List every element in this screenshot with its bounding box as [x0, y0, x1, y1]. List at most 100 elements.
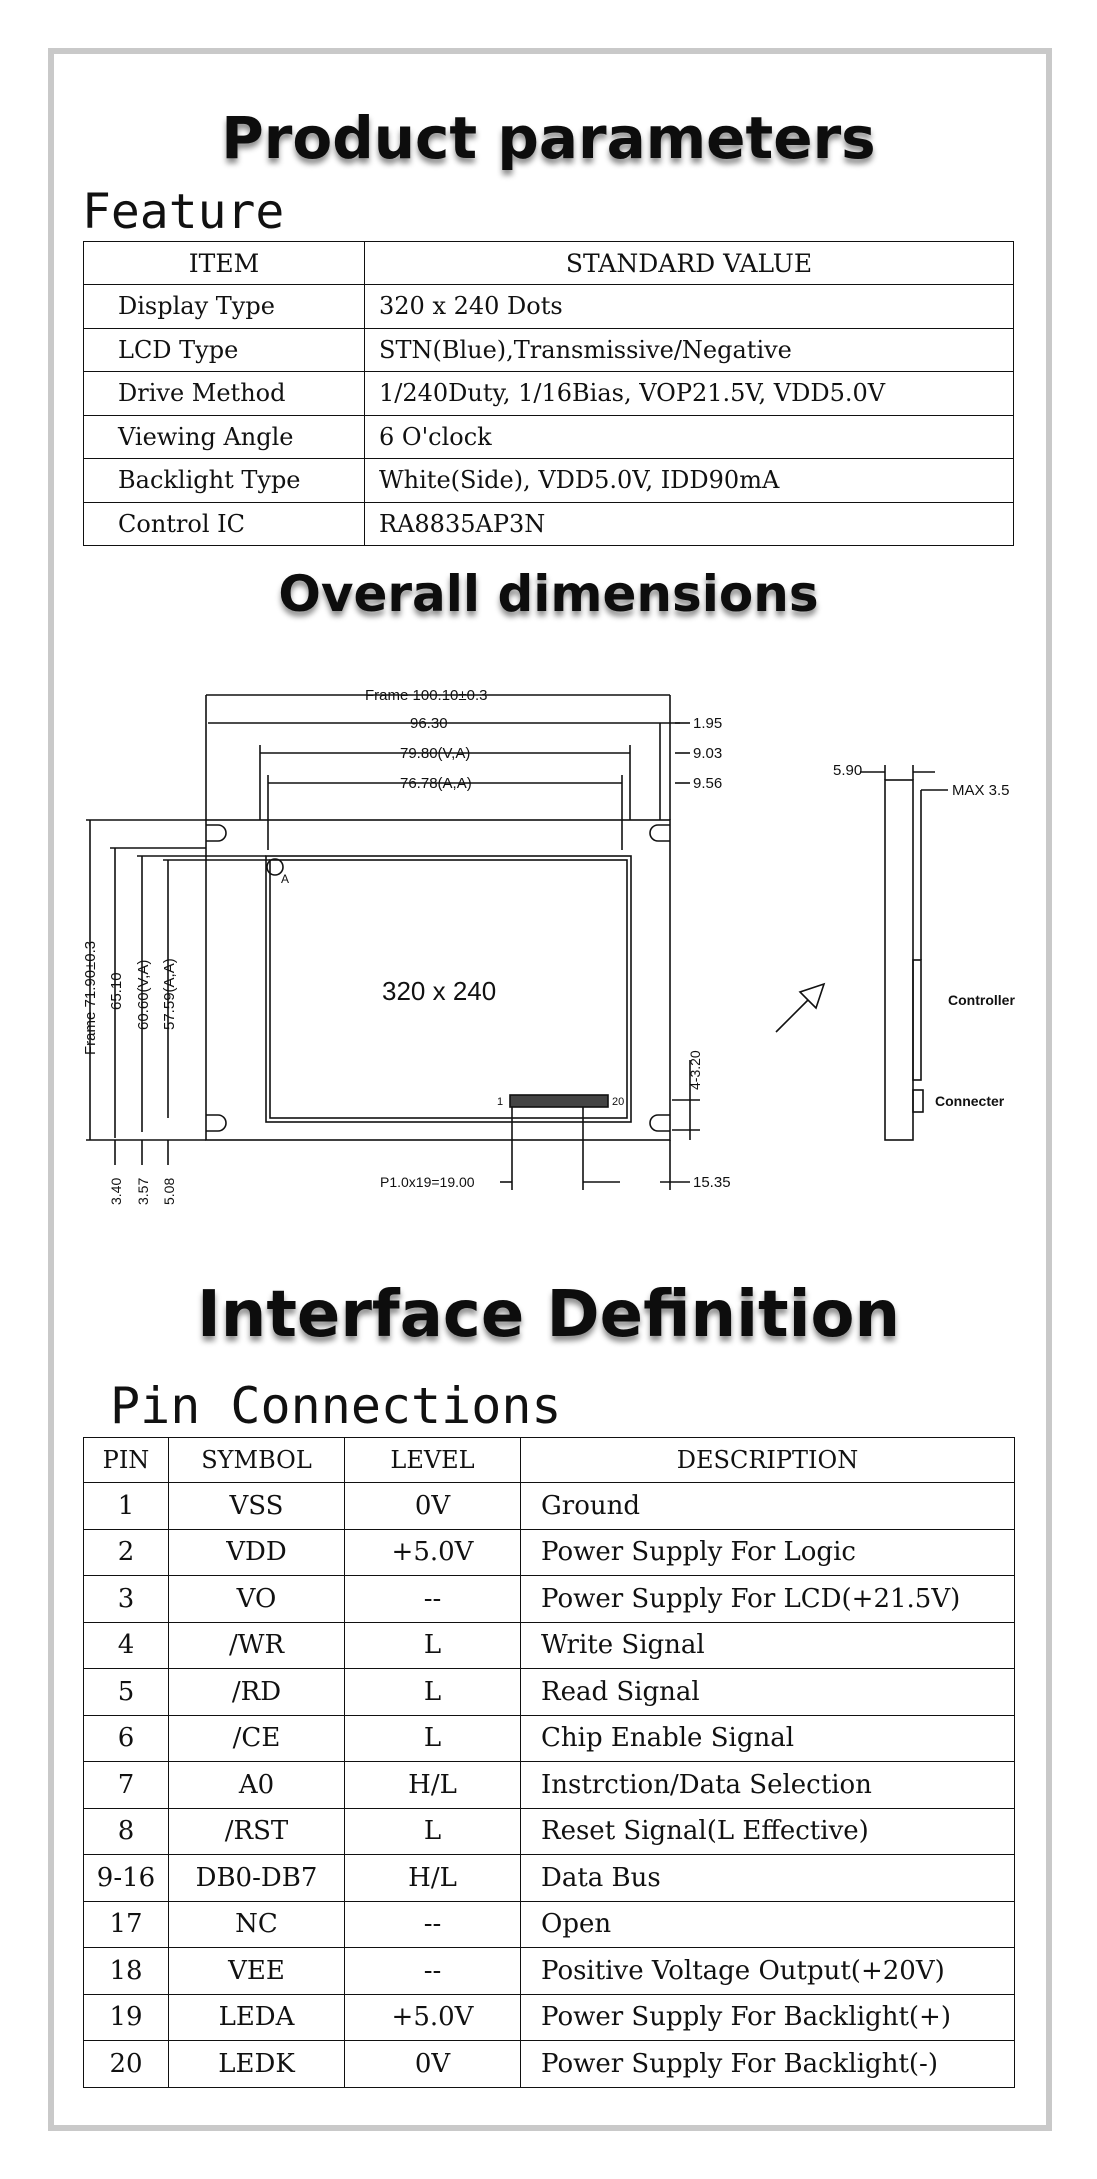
pin-description: Data Bus — [520, 1854, 1015, 1902]
pin-symbol: VO — [168, 1575, 345, 1623]
pin-number: 3 — [83, 1575, 169, 1623]
pin-level: L — [344, 1621, 521, 1669]
pin-description: Power Supply For Backlight(-) — [520, 2040, 1015, 2088]
pin-number: 19 — [83, 1993, 169, 2041]
pin-level: +5.0V — [344, 1528, 521, 1576]
feature-header-row: ITEM STANDARD VALUE — [83, 241, 1014, 285]
feature-header-item: ITEM — [83, 241, 365, 285]
dim-9-56: 9.56 — [693, 775, 722, 792]
side-thickness-label: 5.90 — [833, 762, 862, 779]
feature-item: Drive Method — [83, 371, 365, 416]
pin-number: 1 — [83, 1482, 169, 1530]
dim-9-03: 9.03 — [693, 745, 722, 762]
page-border — [48, 48, 1052, 2131]
pin-description: Power Supply For LCD(+21.5V) — [520, 1575, 1015, 1623]
pin-description: Reset Signal(L Effective) — [520, 1807, 1015, 1855]
dim-pin-pitch: P1.0x19=19.00 — [380, 1174, 475, 1190]
pin-symbol: /CE — [168, 1714, 345, 1762]
feature-value: 1/240Duty, 1/16Bias, VOP21.5V, VDD5.0V — [364, 371, 1014, 416]
pin-symbol: LEDK — [168, 2040, 345, 2088]
pin-number: 8 — [83, 1807, 169, 1855]
pin-description: Power Supply For Logic — [520, 1528, 1015, 1576]
dim-1-95: 1.95 — [693, 715, 722, 732]
dim-3-57: 3.57 — [135, 1178, 151, 1205]
dim-4-3-20: 4-3.20 — [687, 1050, 703, 1090]
dim-5-08: 5.08 — [161, 1178, 177, 1205]
pin-description: Write Signal — [520, 1621, 1015, 1669]
pin-level: H/L — [344, 1854, 521, 1902]
feature-value: STN(Blue),Transmissive/Negative — [364, 327, 1014, 372]
pin-number: 5 — [83, 1668, 169, 1716]
feature-item: Viewing Angle — [83, 414, 365, 459]
pin-number: 6 — [83, 1714, 169, 1762]
pin-level: 0V — [344, 2040, 521, 2088]
pin-symbol: DB0-DB7 — [168, 1854, 345, 1902]
title-product-parameters: Product parameters — [221, 104, 876, 172]
pin-header-row: PIN SYMBOL LEVEL DESCRIPTION — [83, 1437, 1015, 1483]
pin-level: L — [344, 1714, 521, 1762]
feature-value: White(Side), VDD5.0V, IDD90mA — [364, 458, 1014, 503]
pin-description: Open — [520, 1900, 1015, 1948]
pin-level: L — [344, 1668, 521, 1716]
pin-header-level: LEVEL — [344, 1437, 521, 1483]
pin-level: +5.0V — [344, 1993, 521, 2041]
pin-level: H/L — [344, 1761, 521, 1809]
pin-level: L — [344, 1807, 521, 1855]
pin-description: Chip Enable Signal — [520, 1714, 1015, 1762]
dim-aa-height: 57.59(A,A) — [161, 958, 178, 1030]
dim-aa-width: 76.78(A,A) — [400, 775, 472, 792]
title-overall-dimensions: Overall dimensions — [278, 565, 819, 623]
feature-value: 320 x 240 Dots — [364, 284, 1014, 329]
pin-symbol: VEE — [168, 1947, 345, 1995]
pin-number: 20 — [83, 2040, 169, 2088]
pin-number: 9-16 — [83, 1854, 169, 1902]
pin-level: -- — [344, 1900, 521, 1948]
feature-heading: Feature — [82, 184, 285, 240]
dimension-drawing: Frame 100.10±0.3 96.30 79.80(V,A) 76.78(… — [82, 687, 1015, 1205]
feature-item: LCD Type — [83, 327, 365, 372]
pin-header-pin: PIN — [83, 1437, 169, 1483]
pin-symbol: VDD — [168, 1528, 345, 1576]
pin-number: 17 — [83, 1900, 169, 1948]
feature-value: RA8835AP3N — [364, 501, 1014, 546]
pin-symbol: NC — [168, 1900, 345, 1948]
pin-number: 7 — [83, 1761, 169, 1809]
pin-symbol: VSS — [168, 1482, 345, 1530]
pin-level: 0V — [344, 1482, 521, 1530]
pin-symbol: /WR — [168, 1621, 345, 1669]
feature-item: Backlight Type — [83, 458, 365, 503]
pin-level: -- — [344, 1947, 521, 1995]
dim-3-40: 3.40 — [108, 1178, 124, 1205]
pin-symbol: LEDA — [168, 1993, 345, 2041]
pin-symbol: /RST — [168, 1807, 345, 1855]
dim-va-height: 60.60(V,A) — [135, 960, 152, 1030]
dim-15-35: 15.35 — [693, 1174, 731, 1191]
pin-first-label: 1 — [497, 1096, 503, 1108]
pin-connections-heading: Pin Connections — [110, 1377, 562, 1435]
pin-description: Instrction/Data Selection — [520, 1761, 1015, 1809]
feature-header-value: STANDARD VALUE — [364, 241, 1014, 285]
title-interface-definition: Interface Definition — [196, 1278, 901, 1352]
pin-last-label: 20 — [612, 1096, 624, 1108]
